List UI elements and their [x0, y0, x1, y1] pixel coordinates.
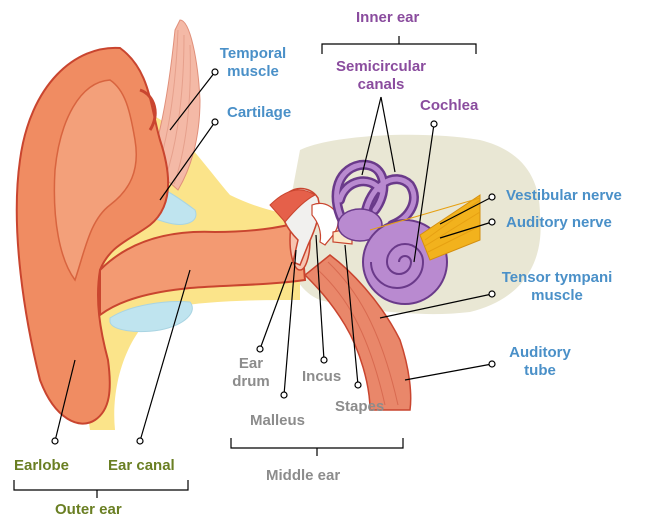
label-tensor-tympani: Tensor tympani muscle: [487, 269, 627, 305]
middle-ear-bracket: [231, 438, 403, 456]
label-ear-drum: Ear drum: [231, 355, 271, 391]
label-inner-ear: Inner ear: [356, 9, 419, 27]
label-outer-ear: Outer ear: [55, 501, 122, 519]
label-temporal-muscle-line1: Temporal: [213, 45, 293, 63]
inner-ear-bracket: [322, 36, 476, 54]
label-ear-canal: Ear canal: [108, 457, 175, 475]
label-semicircular-line2: canals: [318, 76, 444, 94]
label-cochlea: Cochlea: [420, 97, 478, 115]
label-vestibular-nerve: Vestibular nerve: [506, 187, 622, 205]
label-incus: Incus: [302, 368, 341, 386]
label-cartilage: Cartilage: [227, 104, 291, 122]
label-tensor-line2: muscle: [487, 287, 627, 305]
label-auditory-tube-line1: Auditory: [498, 344, 582, 362]
label-stapes: Stapes: [335, 398, 384, 416]
label-semicircular-line1: Semicircular: [318, 58, 444, 76]
label-ear-drum-line2: drum: [231, 373, 271, 391]
label-auditory-tube-line2: tube: [498, 362, 582, 380]
outer-ear-bracket: [14, 480, 188, 498]
label-temporal-muscle-line2: muscle: [213, 63, 293, 81]
label-auditory-nerve: Auditory nerve: [506, 214, 612, 232]
label-tensor-line1: Tensor tympani: [487, 269, 627, 287]
label-auditory-tube: Auditory tube: [498, 344, 582, 380]
label-semicircular-canals: Semicircular canals: [318, 58, 444, 94]
label-middle-ear: Middle ear: [266, 467, 340, 485]
label-earlobe: Earlobe: [14, 457, 69, 475]
label-ear-drum-line1: Ear: [231, 355, 271, 373]
label-malleus: Malleus: [250, 412, 305, 430]
label-temporal-muscle: Temporal muscle: [213, 45, 293, 81]
